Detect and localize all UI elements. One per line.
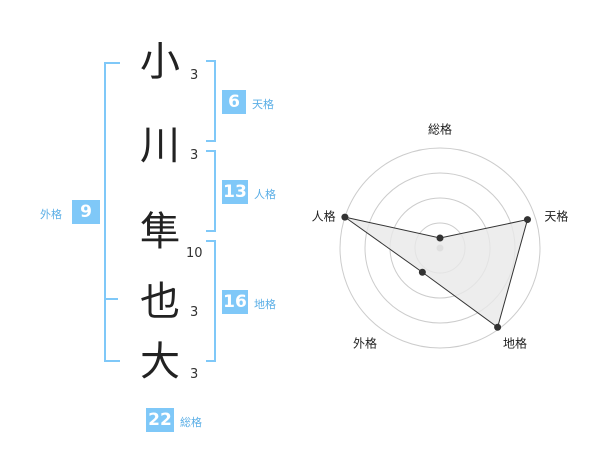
jinkaku-bracket <box>206 150 216 232</box>
name-char-4: 也 <box>140 279 180 325</box>
radar-axis-label-4: 外格 <box>353 336 377 351</box>
radar-point-3 <box>494 323 502 331</box>
stroke-count-3: 10 <box>186 246 203 261</box>
jinkaku-label: 人格 <box>254 188 276 201</box>
gaikaku-bracket <box>104 62 120 362</box>
radar-series-polygon <box>344 216 529 329</box>
tenkaku-label: 天格 <box>252 98 274 111</box>
radar-point-5 <box>341 213 349 221</box>
chikaku-label: 地格 <box>254 298 276 311</box>
stroke-count-2: 3 <box>190 148 199 163</box>
radar-axis-label-5: 人格 <box>312 208 336 223</box>
gaikaku-label: 外格 <box>40 208 62 221</box>
name-char-1: 小 <box>140 39 180 85</box>
name-char-5: 大 <box>140 339 180 385</box>
radar-point-1 <box>436 234 444 242</box>
radar-axis-label-2: 天格 <box>544 208 568 223</box>
gaikaku-bracket-divider <box>106 298 118 300</box>
soukaku-value: 22 <box>146 408 174 432</box>
tenkaku-bracket <box>206 60 216 142</box>
jinkaku-value: 13 <box>222 180 248 204</box>
chikaku-value: 16 <box>222 290 248 314</box>
radar-axis-label-1: 総格 <box>428 122 452 137</box>
name-char-3: 隼 <box>140 209 180 255</box>
stroke-count-1: 3 <box>190 68 199 83</box>
gaikaku-value: 9 <box>72 200 100 224</box>
radar-axis-label-3: 地格 <box>503 336 527 351</box>
tenkaku-value: 6 <box>222 90 246 114</box>
name-char-2: 川 <box>140 123 180 169</box>
radar-ring-4 <box>339 147 541 349</box>
stroke-count-4: 3 <box>190 305 199 320</box>
radar-point-2 <box>523 216 531 224</box>
chikaku-bracket <box>206 240 216 362</box>
radar-point-4 <box>418 268 426 276</box>
soukaku-label: 総格 <box>180 416 202 429</box>
stroke-count-5: 3 <box>190 367 199 382</box>
